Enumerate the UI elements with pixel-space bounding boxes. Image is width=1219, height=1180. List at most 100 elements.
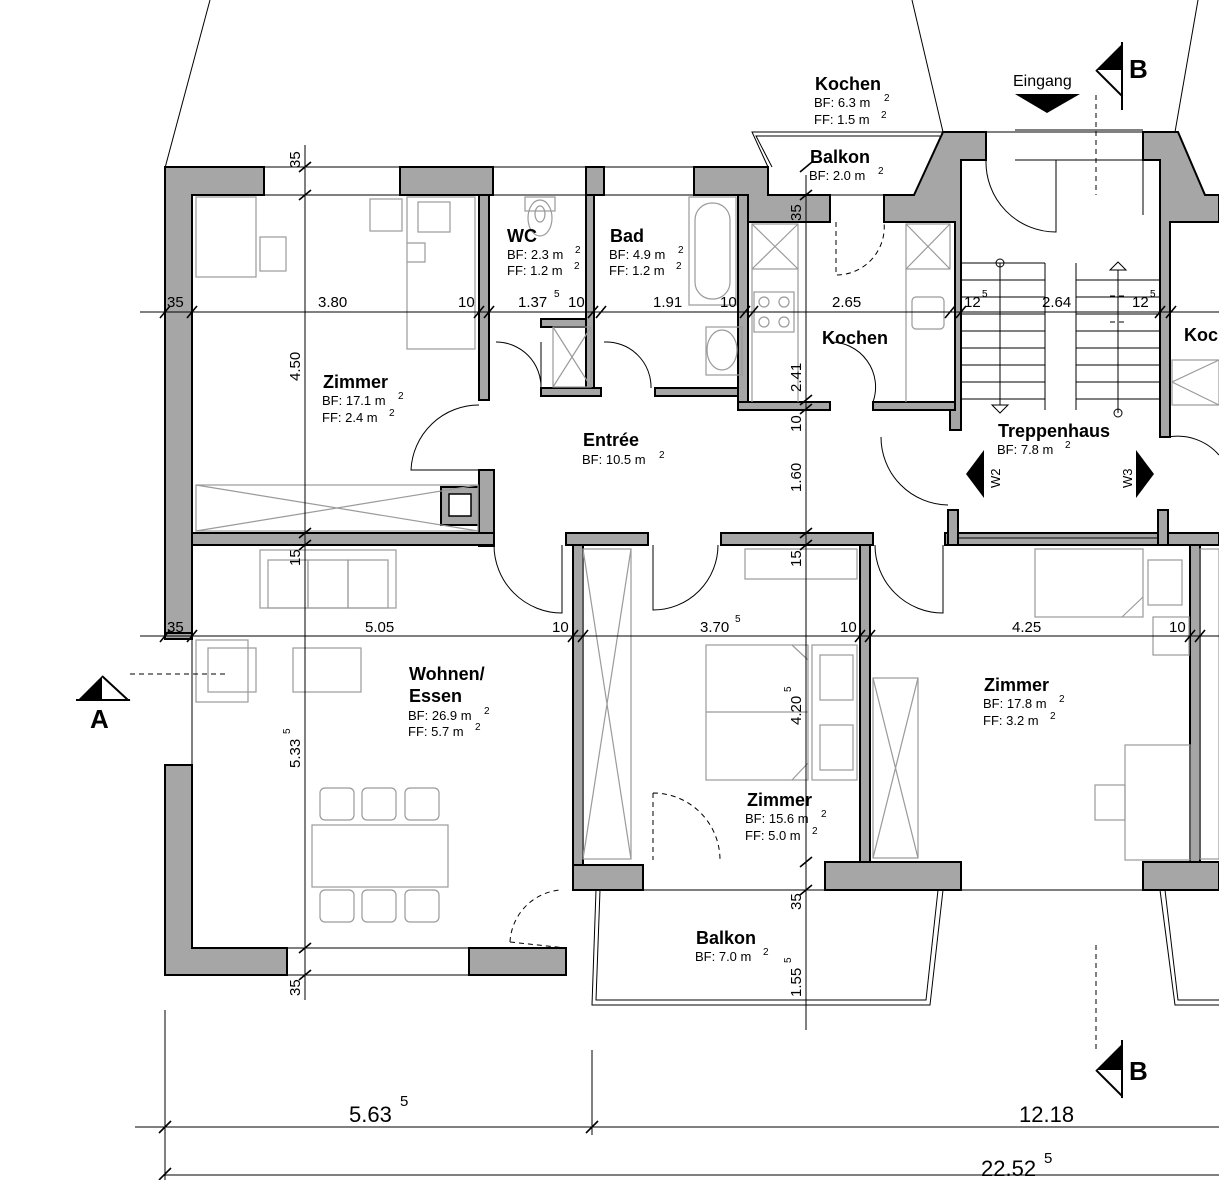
dim-text: 3.80 bbox=[318, 294, 347, 311]
area-ff: FF: 3.2 m bbox=[983, 713, 1039, 728]
section-markers bbox=[76, 42, 1154, 1099]
dim-text: 15 bbox=[788, 550, 805, 567]
sup: 2 bbox=[678, 245, 684, 256]
sup: 2 bbox=[1059, 694, 1065, 705]
sup: 2 bbox=[389, 408, 395, 419]
sup: 2 bbox=[884, 93, 890, 104]
sup: 2 bbox=[1050, 711, 1056, 722]
dim-text: 35 bbox=[167, 294, 184, 311]
room-zimmer-top-left: Zimmer bbox=[323, 372, 388, 392]
section-b-top-label: B bbox=[1129, 54, 1148, 84]
dim-sup: 5 bbox=[1150, 289, 1156, 300]
sup: 2 bbox=[484, 706, 490, 717]
dim-text: 12 bbox=[964, 294, 981, 311]
entrance-arrow bbox=[1015, 94, 1080, 113]
area-ff: FF: 2.4 m bbox=[322, 410, 378, 425]
sup: 2 bbox=[475, 722, 481, 733]
room-wohnen: Wohnen/ bbox=[409, 664, 485, 684]
dim-text: 1.55 bbox=[788, 968, 805, 997]
room-kochen-inner: Kochen bbox=[822, 328, 888, 348]
dim-text: 35 bbox=[167, 619, 184, 636]
dim-text: 5.33 bbox=[287, 739, 304, 768]
area-bf: BF: 15.6 m bbox=[745, 811, 809, 826]
dim-text-large: 22.52 bbox=[981, 1156, 1036, 1180]
sup: 2 bbox=[574, 261, 580, 272]
dim-text: 3.70 bbox=[700, 619, 729, 636]
dim-text-large: 12.18 bbox=[1019, 1102, 1074, 1127]
area-bf: BF: 10.5 m bbox=[582, 452, 646, 467]
dim-text: 4.25 bbox=[1012, 619, 1041, 636]
dim-sup: 5 bbox=[282, 728, 293, 734]
window-w3-arrow bbox=[1136, 450, 1154, 498]
dim-text: 1.91 bbox=[653, 294, 682, 311]
room-treppenhaus: Treppenhaus bbox=[998, 421, 1110, 441]
room-wohnen-line2: Essen bbox=[409, 686, 462, 706]
dim-text: 4.50 bbox=[287, 352, 304, 381]
dim-text: 35 bbox=[788, 204, 805, 221]
section-a-marker bbox=[78, 676, 102, 700]
walls bbox=[164, 131, 1219, 976]
dim-sup: 5 bbox=[783, 686, 794, 692]
sup: 2 bbox=[881, 110, 887, 121]
window-w2-arrow bbox=[966, 450, 984, 498]
section-b-bottom-marker bbox=[1096, 1044, 1122, 1070]
room-balkon-bottom: Balkon bbox=[696, 928, 756, 948]
dim-text: 2.64 bbox=[1042, 294, 1071, 311]
dim-sup: 5 bbox=[982, 289, 988, 300]
sup: 2 bbox=[763, 947, 769, 958]
area-ff: FF: 5.0 m bbox=[745, 828, 801, 843]
section-b-top-marker bbox=[1096, 44, 1122, 70]
dim-text: 10 bbox=[552, 619, 569, 636]
dim-sup: 5 bbox=[783, 957, 794, 963]
room-kochen-top: Kochen bbox=[815, 74, 881, 94]
dim-text: 15 bbox=[287, 549, 304, 566]
dim-text: 10 bbox=[1169, 619, 1186, 636]
area-bf: BF: 7.0 m bbox=[695, 949, 751, 964]
dim-text: 1.60 bbox=[788, 463, 805, 492]
dim-sup: 5 bbox=[735, 614, 741, 625]
window-w3-label: W3 bbox=[1120, 469, 1135, 489]
furniture bbox=[195, 196, 1219, 923]
dim-text-large: 5.63 bbox=[349, 1102, 392, 1127]
dim-text: 12 bbox=[1132, 294, 1149, 311]
entrance-label: Eingang bbox=[1013, 73, 1072, 90]
room-wc: WC bbox=[507, 226, 537, 246]
area-bf: BF: 26.9 m bbox=[408, 708, 472, 723]
area-bf: BF: 2.0 m bbox=[809, 168, 865, 183]
dim-text: 1.37 bbox=[518, 294, 547, 311]
sup: 2 bbox=[575, 245, 581, 256]
room-zimmer-right: Zimmer bbox=[984, 675, 1049, 695]
dim-sup: 5 bbox=[1044, 1150, 1052, 1167]
dim-text: 10 bbox=[458, 294, 475, 311]
area-bf: BF: 4.9 m bbox=[609, 247, 665, 262]
area-ff: FF: 1.2 m bbox=[609, 263, 665, 278]
dim-text: 10 bbox=[568, 294, 585, 311]
room-zimmer-mid: Zimmer bbox=[747, 790, 812, 810]
sup: 2 bbox=[812, 826, 818, 837]
area-ff: FF: 1.2 m bbox=[507, 263, 563, 278]
section-a-label: A bbox=[90, 704, 109, 734]
sup: 2 bbox=[398, 391, 404, 402]
staircase bbox=[961, 258, 1160, 418]
dimension-lines bbox=[135, 145, 1219, 1180]
dim-text: 10 bbox=[840, 619, 857, 636]
sup: 2 bbox=[676, 261, 682, 272]
section-b-bottom-label: B bbox=[1129, 1056, 1148, 1086]
dim-text: 2.41 bbox=[788, 363, 805, 392]
room-kochen-right: Koc bbox=[1184, 325, 1218, 345]
sup: 2 bbox=[659, 450, 665, 461]
dim-text: 4.20 bbox=[788, 696, 805, 725]
dim-sup: 5 bbox=[400, 1093, 408, 1110]
sup: 2 bbox=[878, 166, 884, 177]
area-ff: FF: 5.7 m bbox=[408, 724, 464, 739]
area-bf: BF: 6.3 m bbox=[814, 95, 870, 110]
misc-labels: Eingang A B B W2 W3 bbox=[90, 54, 1148, 1086]
area-bf: BF: 7.8 m bbox=[997, 442, 1053, 457]
dim-text: 35 bbox=[287, 151, 304, 168]
room-entree: Entrée bbox=[583, 430, 639, 450]
dim-text: 35 bbox=[788, 893, 805, 910]
dim-text: 10 bbox=[720, 294, 737, 311]
room-balkon-top: Balkon bbox=[810, 147, 870, 167]
